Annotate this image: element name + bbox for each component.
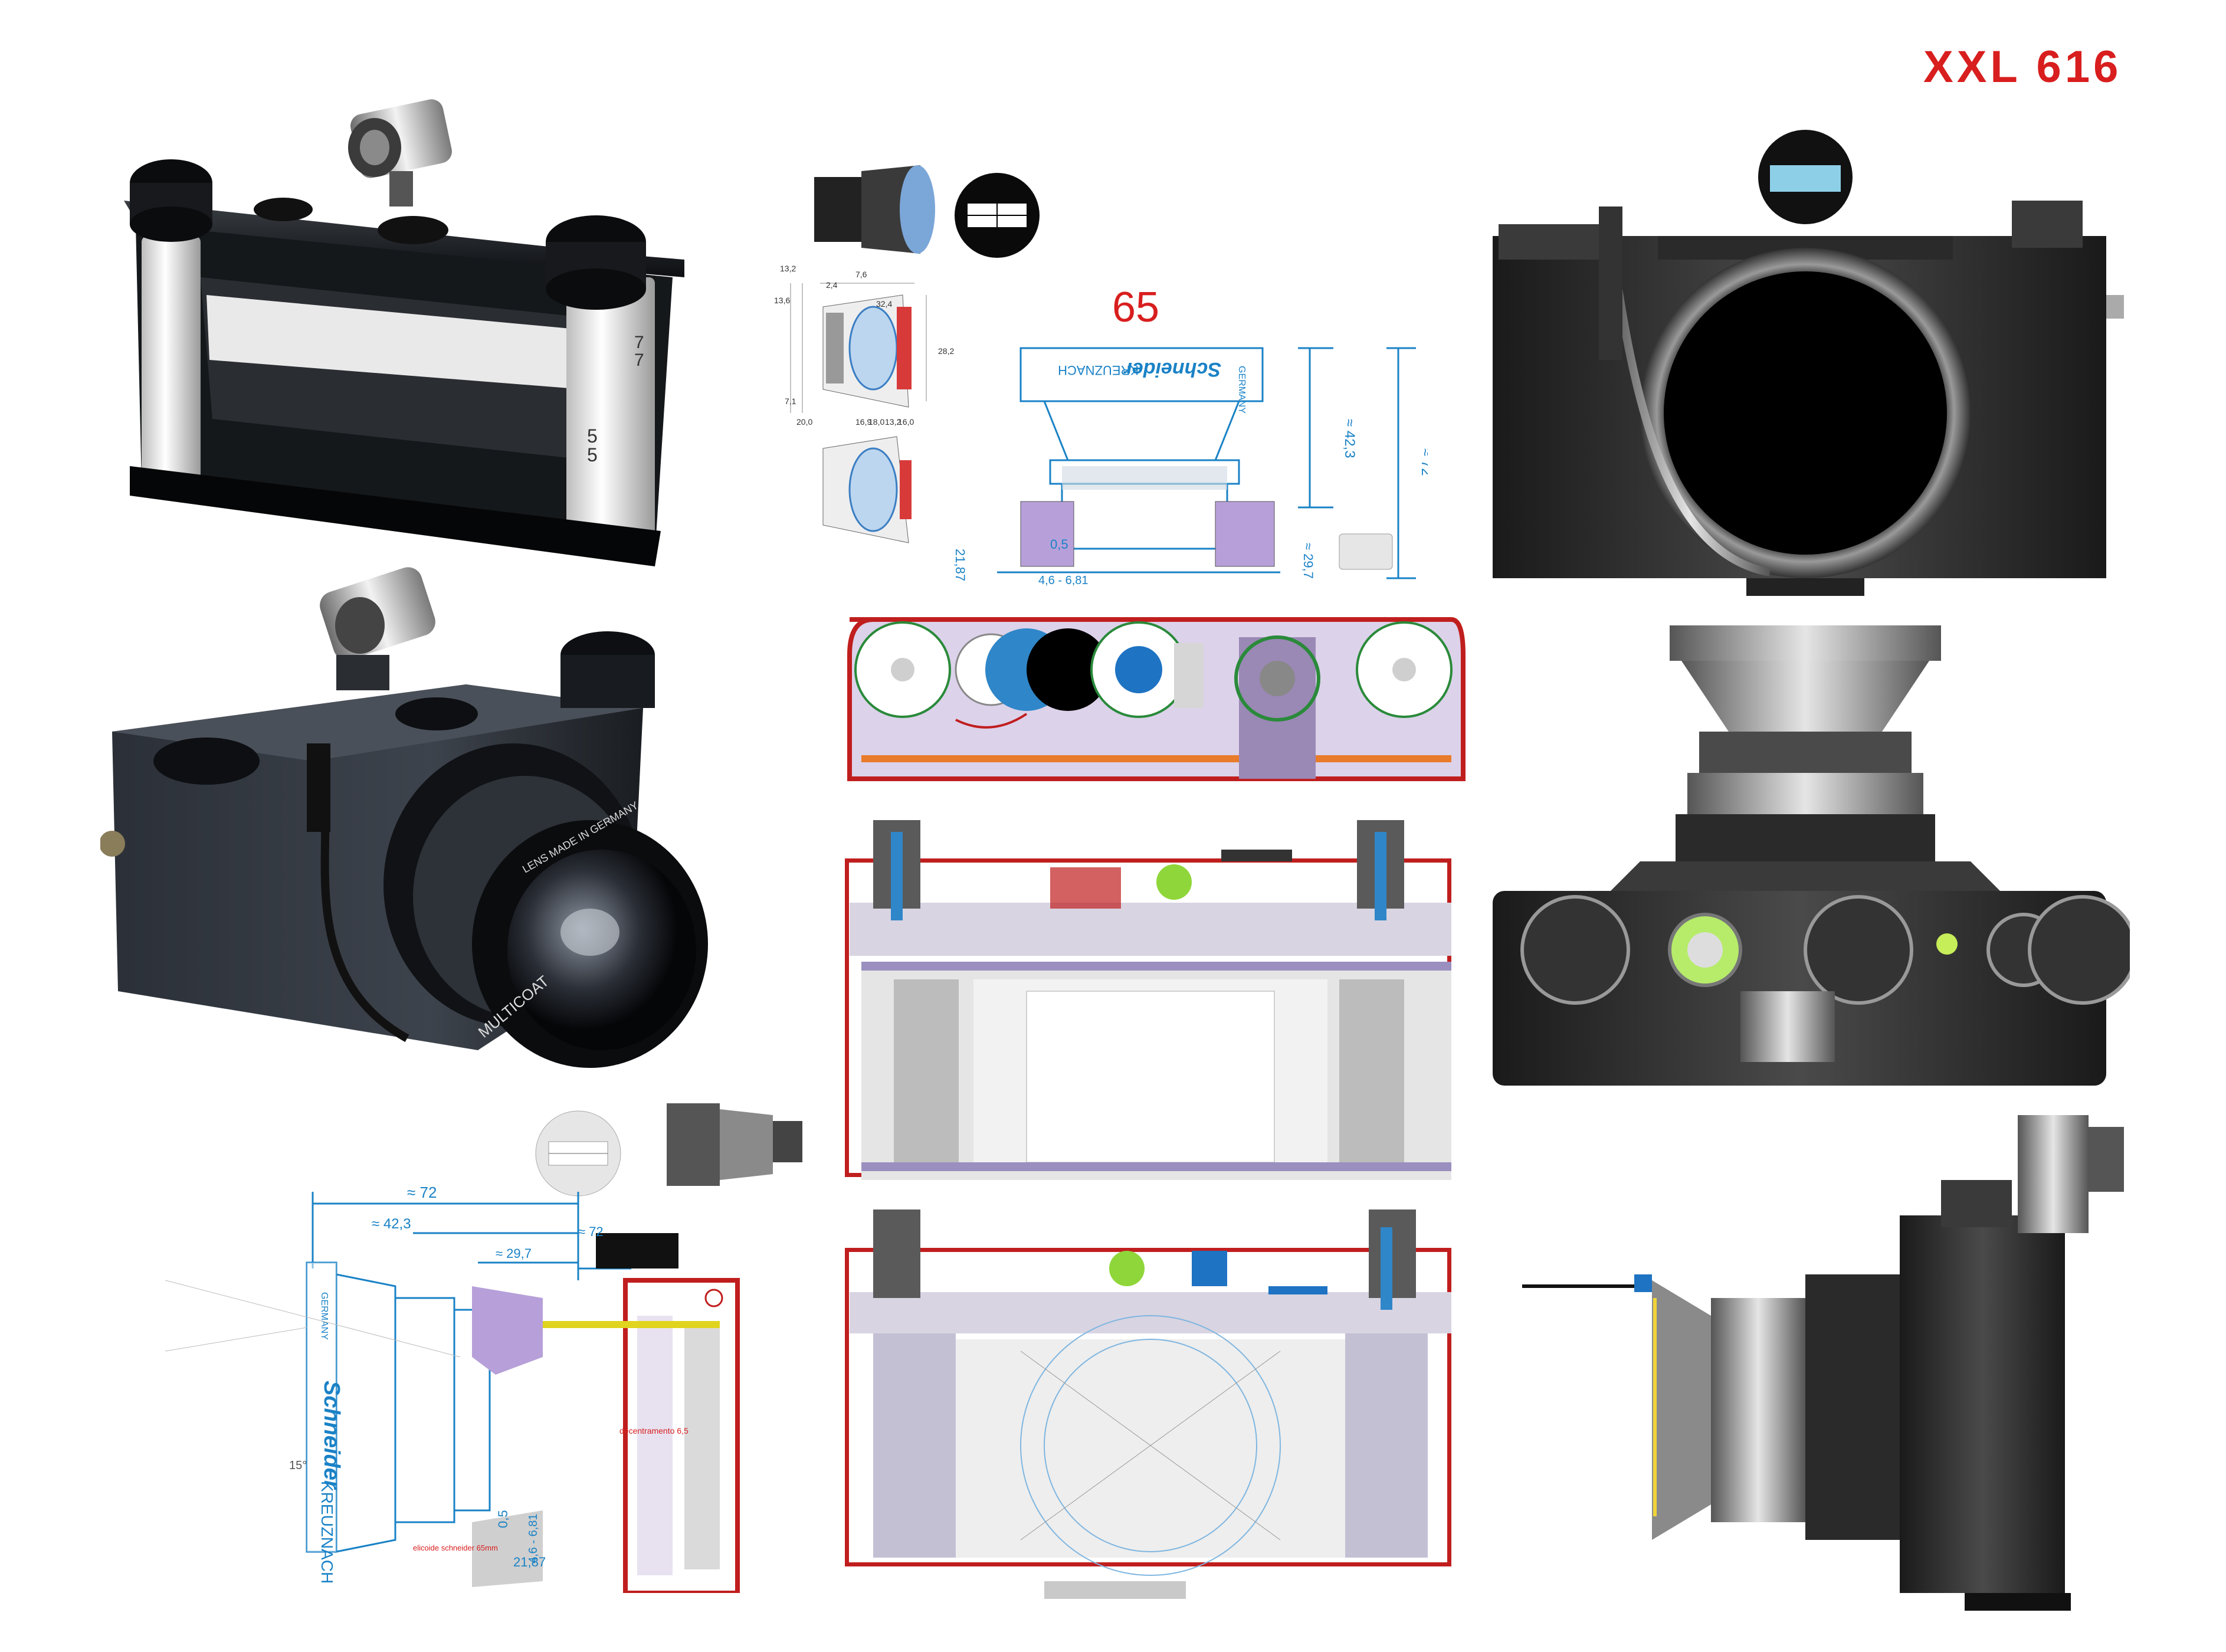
body-front-section-diagram bbox=[850, 820, 1451, 1180]
focal-length-label: 65 bbox=[1112, 284, 1160, 331]
dimension-label: 16,0 bbox=[898, 417, 914, 427]
dimension-label: 0,5 bbox=[496, 1510, 510, 1528]
render-camera-front bbox=[1493, 130, 2124, 596]
photo-camera-with-lens: MULTICOAT LENS MADE IN GERMANY bbox=[100, 567, 708, 1068]
angle-label: 15° bbox=[289, 1459, 307, 1472]
lens-brand-label: Schneider bbox=[319, 1381, 344, 1490]
photo-roll-number: 7 bbox=[634, 350, 644, 370]
dimension-label: 0,5 bbox=[1050, 537, 1068, 552]
body-top-section-diagram bbox=[847, 617, 1466, 781]
lens-side-blueprint: Schneider KREUZNACH GERMANY ≈ 72 ≈ 42,3 … bbox=[165, 1184, 740, 1593]
dimension-label: ≈ 72 bbox=[1418, 448, 1428, 476]
small-lens-section-diagram: 13,2 13,6 2,4 7,6 32,4 28,2 7,1 20,0 16,… bbox=[774, 264, 954, 543]
dimension-label: 7,6 bbox=[855, 270, 867, 279]
dimension-label: 7,1 bbox=[785, 396, 796, 406]
lens-top-blueprint: Schneider KREUZNACH GERMANY ≈ 42,3 ≈ 72 … bbox=[953, 347, 1428, 587]
dimension-label: 16,9 bbox=[855, 417, 871, 427]
dimension-label: 13,6 bbox=[774, 296, 790, 305]
dimension-label: 18,0 bbox=[868, 417, 884, 427]
dimension-label: ≈ 42,3 bbox=[372, 1216, 411, 1232]
elicoide-note: elicoide schneider 65mm bbox=[413, 1543, 498, 1552]
dimension-label: ≈ 29,7 bbox=[1301, 543, 1316, 579]
viewfinder-side-icon bbox=[667, 1103, 802, 1186]
photo-camera-body-back: 5 5 7 7 bbox=[124, 99, 684, 566]
lens-country-label: GERMANY bbox=[319, 1292, 329, 1340]
body-bottom-section-diagram bbox=[850, 1210, 1451, 1599]
dimension-label: 4,6 - 6,81 bbox=[1038, 574, 1089, 587]
dimension-label: 28,2 bbox=[938, 346, 954, 356]
page-title: XXL 616 bbox=[1923, 42, 2122, 92]
dimension-label: 21,87 bbox=[953, 549, 968, 581]
viewfinder-reticle-icon bbox=[955, 173, 1040, 258]
dimension-label: 13,2 bbox=[885, 417, 901, 427]
dimension-label: ≈ 72 bbox=[578, 1224, 604, 1239]
dimension-label: 20,0 bbox=[796, 417, 812, 427]
dimension-label: ≈ 72 bbox=[407, 1184, 437, 1201]
photo-roll-number: 5 bbox=[587, 425, 598, 447]
dimension-label: ≈ 29,7 bbox=[496, 1246, 532, 1261]
dimension-label: 13,2 bbox=[780, 264, 796, 273]
dimension-label: 2,4 bbox=[826, 280, 838, 290]
dimension-label: 21,87 bbox=[513, 1555, 546, 1569]
photo-roll-number: 5 bbox=[587, 444, 598, 466]
decentramento-note: decentramento 6,5 bbox=[619, 1426, 689, 1435]
viewfinder-lens-icon bbox=[814, 165, 935, 254]
lens-city-label: KREUZNACH bbox=[318, 1481, 336, 1584]
dimension-label: 32,4 bbox=[876, 299, 892, 309]
render-camera-side bbox=[1522, 1115, 2124, 1611]
dimension-label: 4,6 - 6,81 bbox=[527, 1513, 540, 1564]
photo-roll-number: 7 bbox=[634, 333, 644, 352]
render-camera-bottom bbox=[1493, 625, 2130, 1086]
lens-brand-label: Schneider bbox=[1123, 358, 1221, 381]
lens-city-label: KREUZNACH bbox=[1058, 363, 1139, 378]
body-bottom-section-frame bbox=[845, 1248, 1451, 1566]
lens-country-label: GERMANY bbox=[1237, 366, 1247, 414]
dimension-label: ≈ 42,3 bbox=[1342, 419, 1358, 458]
reticle-side-icon bbox=[535, 1110, 621, 1197]
